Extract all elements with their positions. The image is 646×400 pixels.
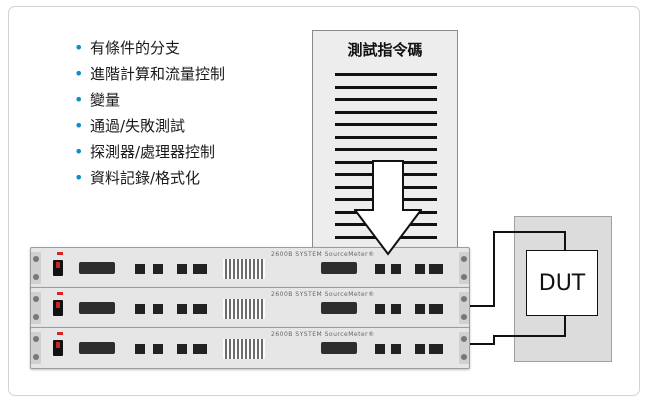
usb-port: [391, 304, 401, 314]
dsub-connector: [79, 302, 115, 314]
feature-item: • 變量: [74, 87, 225, 113]
rack-ear: [459, 332, 469, 364]
script-line: [335, 123, 437, 126]
bullet-icon: •: [74, 116, 84, 135]
status-led: [57, 292, 63, 295]
bullet-icon: •: [74, 64, 84, 83]
lan-port: [177, 304, 187, 314]
lan-port: [415, 264, 425, 274]
rack-ear: [31, 332, 41, 364]
vent-grille: [223, 259, 265, 279]
sourcemeter-unit: 2600B SYSTEM SourceMeter®: [30, 247, 470, 289]
lan-port: [135, 264, 145, 274]
script-line: [335, 98, 437, 101]
lan-port: [415, 304, 425, 314]
down-arrow-icon: [354, 160, 422, 256]
script-line: [335, 110, 437, 114]
lan-port: [177, 264, 187, 274]
usb-port: [391, 264, 401, 274]
feature-label: 變量: [90, 91, 121, 109]
bullet-icon: •: [74, 168, 84, 187]
lan-port: [177, 344, 187, 354]
sourcemeter-unit: 2600B SYSTEM SourceMeter®: [30, 287, 470, 329]
power-switch-icon: [53, 340, 63, 356]
status-led: [57, 252, 63, 255]
rack-ear: [31, 292, 41, 324]
status-led: [57, 332, 63, 335]
feature-label: 資料記錄/格式化: [90, 169, 201, 187]
lan-port: [135, 344, 145, 354]
power-switch-icon: [53, 260, 63, 276]
script-line: [335, 135, 437, 139]
feature-label: 通過/失敗測試: [90, 117, 186, 135]
bullet-icon: •: [74, 142, 84, 161]
dsub-connector: [321, 262, 357, 274]
feature-item: • 有條件的分支: [74, 35, 225, 61]
dsub-connector: [321, 302, 357, 314]
bullet-icon: •: [74, 38, 84, 57]
lan-port: [429, 264, 443, 274]
dut-label: DUT: [538, 270, 586, 296]
usb-port: [153, 264, 163, 274]
dsub-connector: [79, 342, 115, 354]
lan-port: [193, 264, 207, 274]
feature-item: • 探測器/處理器控制: [74, 139, 225, 165]
test-script-title: 測試指令碼: [347, 41, 423, 59]
usb-port: [153, 304, 163, 314]
lan-port: [193, 304, 207, 314]
wire-top: [468, 231, 566, 307]
script-line: [335, 73, 437, 76]
rack-ear: [31, 252, 41, 284]
lan-port: [193, 344, 207, 354]
feature-list: • 有條件的分支 • 進階計算和流量控制 • 變量 • 通過/失敗測試 • 探測器/處理器…: [74, 35, 225, 191]
dsub-connector: [321, 342, 357, 354]
brand-label: 2600B SYSTEM SourceMeter®: [271, 251, 375, 258]
lan-port: [429, 304, 443, 314]
sourcemeter-unit: 2600B SYSTEM SourceMeter®: [30, 327, 470, 369]
rack-ear: [459, 292, 469, 324]
wire-bottom: [468, 314, 566, 345]
usb-port: [153, 344, 163, 354]
feature-item: • 進階計算和流量控制: [74, 61, 225, 87]
vent-grille: [223, 339, 265, 359]
bullet-icon: •: [74, 90, 84, 109]
dut-box: DUT: [526, 250, 598, 316]
vent-grille: [223, 299, 265, 319]
feature-item: • 資料記錄/格式化: [74, 165, 225, 191]
brand-label: 2600B SYSTEM SourceMeter®: [271, 331, 375, 338]
feature-label: 有條件的分支: [90, 39, 181, 57]
dsub-connector: [79, 262, 115, 274]
brand-label: 2600B SYSTEM SourceMeter®: [271, 291, 375, 298]
lan-port: [415, 344, 425, 354]
script-line: [335, 148, 437, 151]
script-line: [335, 85, 437, 89]
rack-ear: [459, 252, 469, 284]
feature-label: 探測器/處理器控制: [90, 143, 216, 161]
lan-port: [375, 264, 385, 274]
feature-label: 進階計算和流量控制: [90, 65, 226, 83]
power-switch-icon: [53, 300, 63, 316]
lan-port: [375, 344, 385, 354]
lan-port: [135, 304, 145, 314]
lan-port: [429, 344, 443, 354]
lan-port: [375, 304, 385, 314]
usb-port: [391, 344, 401, 354]
feature-item: • 通過/失敗測試: [74, 113, 225, 139]
